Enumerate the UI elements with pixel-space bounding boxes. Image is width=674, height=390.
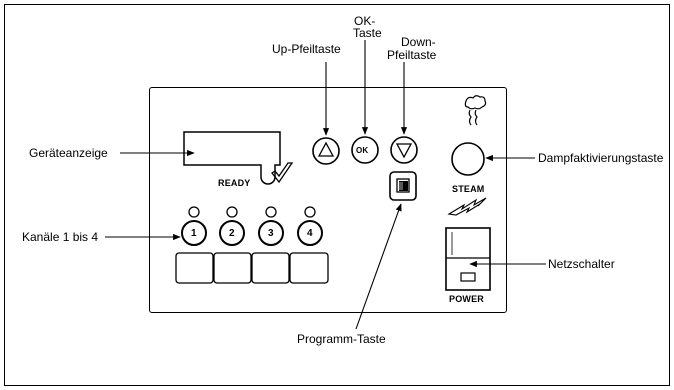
steam-activation-button[interactable] bbox=[451, 142, 485, 176]
channel-box-4 bbox=[289, 252, 329, 284]
channel-button-label-2: 2 bbox=[229, 228, 235, 239]
steam-cloud-icon bbox=[464, 95, 487, 126]
lightning-icon bbox=[447, 197, 487, 216]
channel-button-1[interactable] bbox=[181, 220, 207, 246]
checkmark-icon bbox=[271, 162, 294, 184]
ok-key-callout-line2: Taste bbox=[353, 26, 382, 40]
display-callout: Geräteanzeige bbox=[29, 146, 108, 160]
channel-button-label-4: 4 bbox=[307, 228, 313, 239]
channel-led-4 bbox=[304, 206, 316, 218]
device-display bbox=[183, 131, 281, 185]
down-key-callout-line2: Pfeiltaste bbox=[387, 48, 437, 62]
channels-callout: Kanäle 1 bis 4 bbox=[22, 230, 99, 244]
power-label: POWER bbox=[449, 294, 485, 304]
channel-led-1 bbox=[188, 206, 200, 218]
channel-box-1 bbox=[175, 252, 214, 284]
ready-label: READY bbox=[218, 178, 251, 188]
channel-button-4[interactable] bbox=[297, 220, 323, 246]
channel-box-2 bbox=[213, 252, 252, 284]
channel-label-boxes bbox=[175, 252, 329, 284]
control-panel bbox=[149, 87, 507, 313]
power-switch-callout: Netzschalter bbox=[548, 257, 615, 271]
triangle-down-icon bbox=[395, 143, 413, 159]
channel-led-2 bbox=[226, 206, 238, 218]
program-square-icon bbox=[396, 178, 410, 193]
channel-button-2[interactable] bbox=[219, 220, 245, 246]
channel-button-label-3: 3 bbox=[268, 228, 274, 239]
channel-button-label-1: 1 bbox=[191, 228, 197, 239]
callout-lines bbox=[105, 40, 546, 330]
up-arrow-button[interactable] bbox=[312, 137, 340, 165]
down-key-callout-line1: Down- bbox=[401, 35, 436, 49]
steam-button-callout: Dampfaktivierungstaste bbox=[538, 151, 664, 165]
diagram-frame bbox=[4, 4, 670, 386]
channel-led-3 bbox=[265, 206, 277, 218]
ok-button[interactable] bbox=[351, 136, 379, 164]
triangle-up-icon bbox=[317, 141, 335, 157]
up-key-callout: Up-Pfeiltaste bbox=[272, 42, 341, 56]
channel-leds bbox=[188, 206, 316, 218]
steam-label: STEAM bbox=[452, 184, 485, 194]
ok-button-label: OK bbox=[356, 146, 369, 155]
power-switch[interactable] bbox=[445, 227, 491, 291]
channel-button-3[interactable] bbox=[258, 220, 284, 246]
program-key-callout: Programm-Taste bbox=[297, 332, 386, 346]
channel-box-3 bbox=[251, 252, 290, 284]
ok-key-callout-line1: OK- bbox=[354, 14, 376, 28]
program-button[interactable] bbox=[389, 171, 417, 201]
down-arrow-button[interactable] bbox=[390, 136, 418, 164]
callout-line-program bbox=[355, 203, 402, 330]
